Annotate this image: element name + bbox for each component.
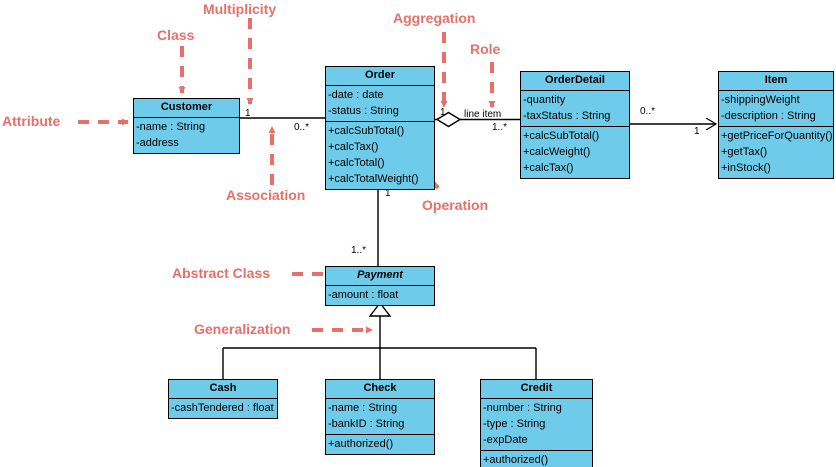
operation: +calcTotalWeight() — [328, 173, 419, 185]
annotation-class: Class — [157, 27, 195, 43]
attribute: -shippingWeight — [721, 94, 800, 106]
annotation-role: Role — [470, 41, 501, 57]
attribute: -type : String — [483, 418, 546, 430]
class-name-payment: Payment — [326, 267, 434, 286]
attributes-compartment-credit: -number : String -type : String -expDate — [481, 399, 592, 451]
multiplicity-order-orderdetail-left: 1 — [440, 107, 446, 118]
class-box-orderdetail[interactable]: OrderDetail -quantity -taxStatus : Strin… — [520, 71, 630, 179]
class-box-check[interactable]: Check -name : String -bankID : String +a… — [325, 379, 435, 455]
operation: +calcSubTotal() — [328, 125, 405, 137]
annotation-association: Association — [226, 187, 306, 203]
annotation-attribute: Attribute — [2, 113, 61, 129]
operations-compartment-credit: +authorized() — [481, 451, 592, 467]
attributes-compartment-orderdetail: -quantity -taxStatus : String — [521, 91, 629, 127]
role-line-item: line item — [464, 109, 502, 120]
annotation-operation: Operation — [422, 197, 489, 213]
operation: +calcTax() — [328, 141, 379, 153]
multiplicity-orderdetail-item-left: 0..* — [640, 106, 656, 117]
class-box-cash[interactable]: Cash -cashTendered : float — [168, 379, 278, 419]
multiplicity-order-payment-top: 1 — [385, 188, 391, 199]
operations-compartment-order: +calcSubTotal() +calcTax() +calcTotal() … — [326, 122, 434, 189]
multiplicity-order-orderdetail-right: 1..* — [492, 122, 508, 133]
annotation-aggregation: Aggregation — [393, 10, 476, 26]
class-name-order: Order — [326, 67, 434, 86]
attribute: -taxStatus : String — [523, 110, 611, 122]
class-name-cash: Cash — [169, 380, 277, 399]
attribute: -number : String — [483, 402, 562, 414]
operation: +inStock() — [721, 162, 771, 174]
annotation-multiplicity: Multiplicity — [203, 1, 277, 17]
attribute: -description : String — [721, 110, 816, 122]
attribute: -expDate — [483, 434, 528, 446]
operation: +authorized() — [483, 454, 549, 466]
class-name-check: Check — [326, 380, 434, 399]
attribute: -cashTendered : float — [171, 402, 274, 414]
class-box-customer[interactable]: Customer -name : String -address — [133, 98, 240, 154]
attribute: -date : date — [328, 89, 384, 101]
operations-compartment-orderdetail: +calcSubTotal() +calcWeight() +calcTax() — [521, 127, 629, 178]
class-name-customer: Customer — [134, 99, 239, 118]
attributes-compartment-order: -date : date -status : String — [326, 86, 434, 122]
operation: +authorized() — [328, 438, 394, 450]
attributes-compartment-item: -shippingWeight -description : String — [719, 91, 833, 127]
operation: +getTax() — [721, 146, 768, 158]
operation: +calcSubTotal() — [523, 130, 600, 142]
attribute: -status : String — [328, 105, 399, 117]
class-box-order[interactable]: Order -date : date -status : String +cal… — [325, 66, 435, 190]
attribute: -name : String — [328, 402, 398, 414]
multiplicity-customer-order-right: 0..* — [294, 122, 310, 133]
class-box-credit[interactable]: Credit -number : String -type : String -… — [480, 379, 593, 467]
attribute: -quantity — [523, 94, 566, 106]
attributes-compartment-check: -name : String -bankID : String — [326, 399, 434, 435]
operations-compartment-check: +authorized() — [326, 435, 434, 454]
class-name-item: Item — [719, 72, 833, 91]
operations-compartment-item: +getPriceForQuantity() +getTax() +inStoc… — [719, 127, 833, 178]
operation: +calcWeight() — [523, 146, 591, 158]
multiplicity-customer-order-left: 1 — [245, 108, 251, 119]
attribute: -address — [136, 137, 179, 149]
annotation-generalization: Generalization — [194, 321, 291, 337]
class-name-orderdetail: OrderDetail — [521, 72, 629, 91]
attributes-compartment-cash: -cashTendered : float — [169, 399, 277, 418]
attributes-compartment-payment: -amount : float — [326, 286, 434, 305]
class-box-item[interactable]: Item -shippingWeight -description : Stri… — [718, 71, 834, 179]
multiplicity-orderdetail-item-right: 1 — [694, 126, 700, 137]
attribute: -name : String — [136, 121, 206, 133]
attribute: -amount : float — [328, 289, 399, 301]
class-name-credit: Credit — [481, 380, 592, 399]
annotation-abstract-class: Abstract Class — [172, 265, 271, 281]
operation: +calcTax() — [523, 162, 574, 174]
attributes-compartment-customer: -name : String -address — [134, 118, 239, 153]
multiplicity-order-payment-bottom: 1..* — [351, 245, 367, 256]
operation: +calcTotal() — [328, 157, 385, 169]
class-box-payment[interactable]: Payment -amount : float — [325, 266, 435, 306]
operation: +getPriceForQuantity() — [721, 130, 833, 142]
attribute: -bankID : String — [328, 418, 405, 430]
